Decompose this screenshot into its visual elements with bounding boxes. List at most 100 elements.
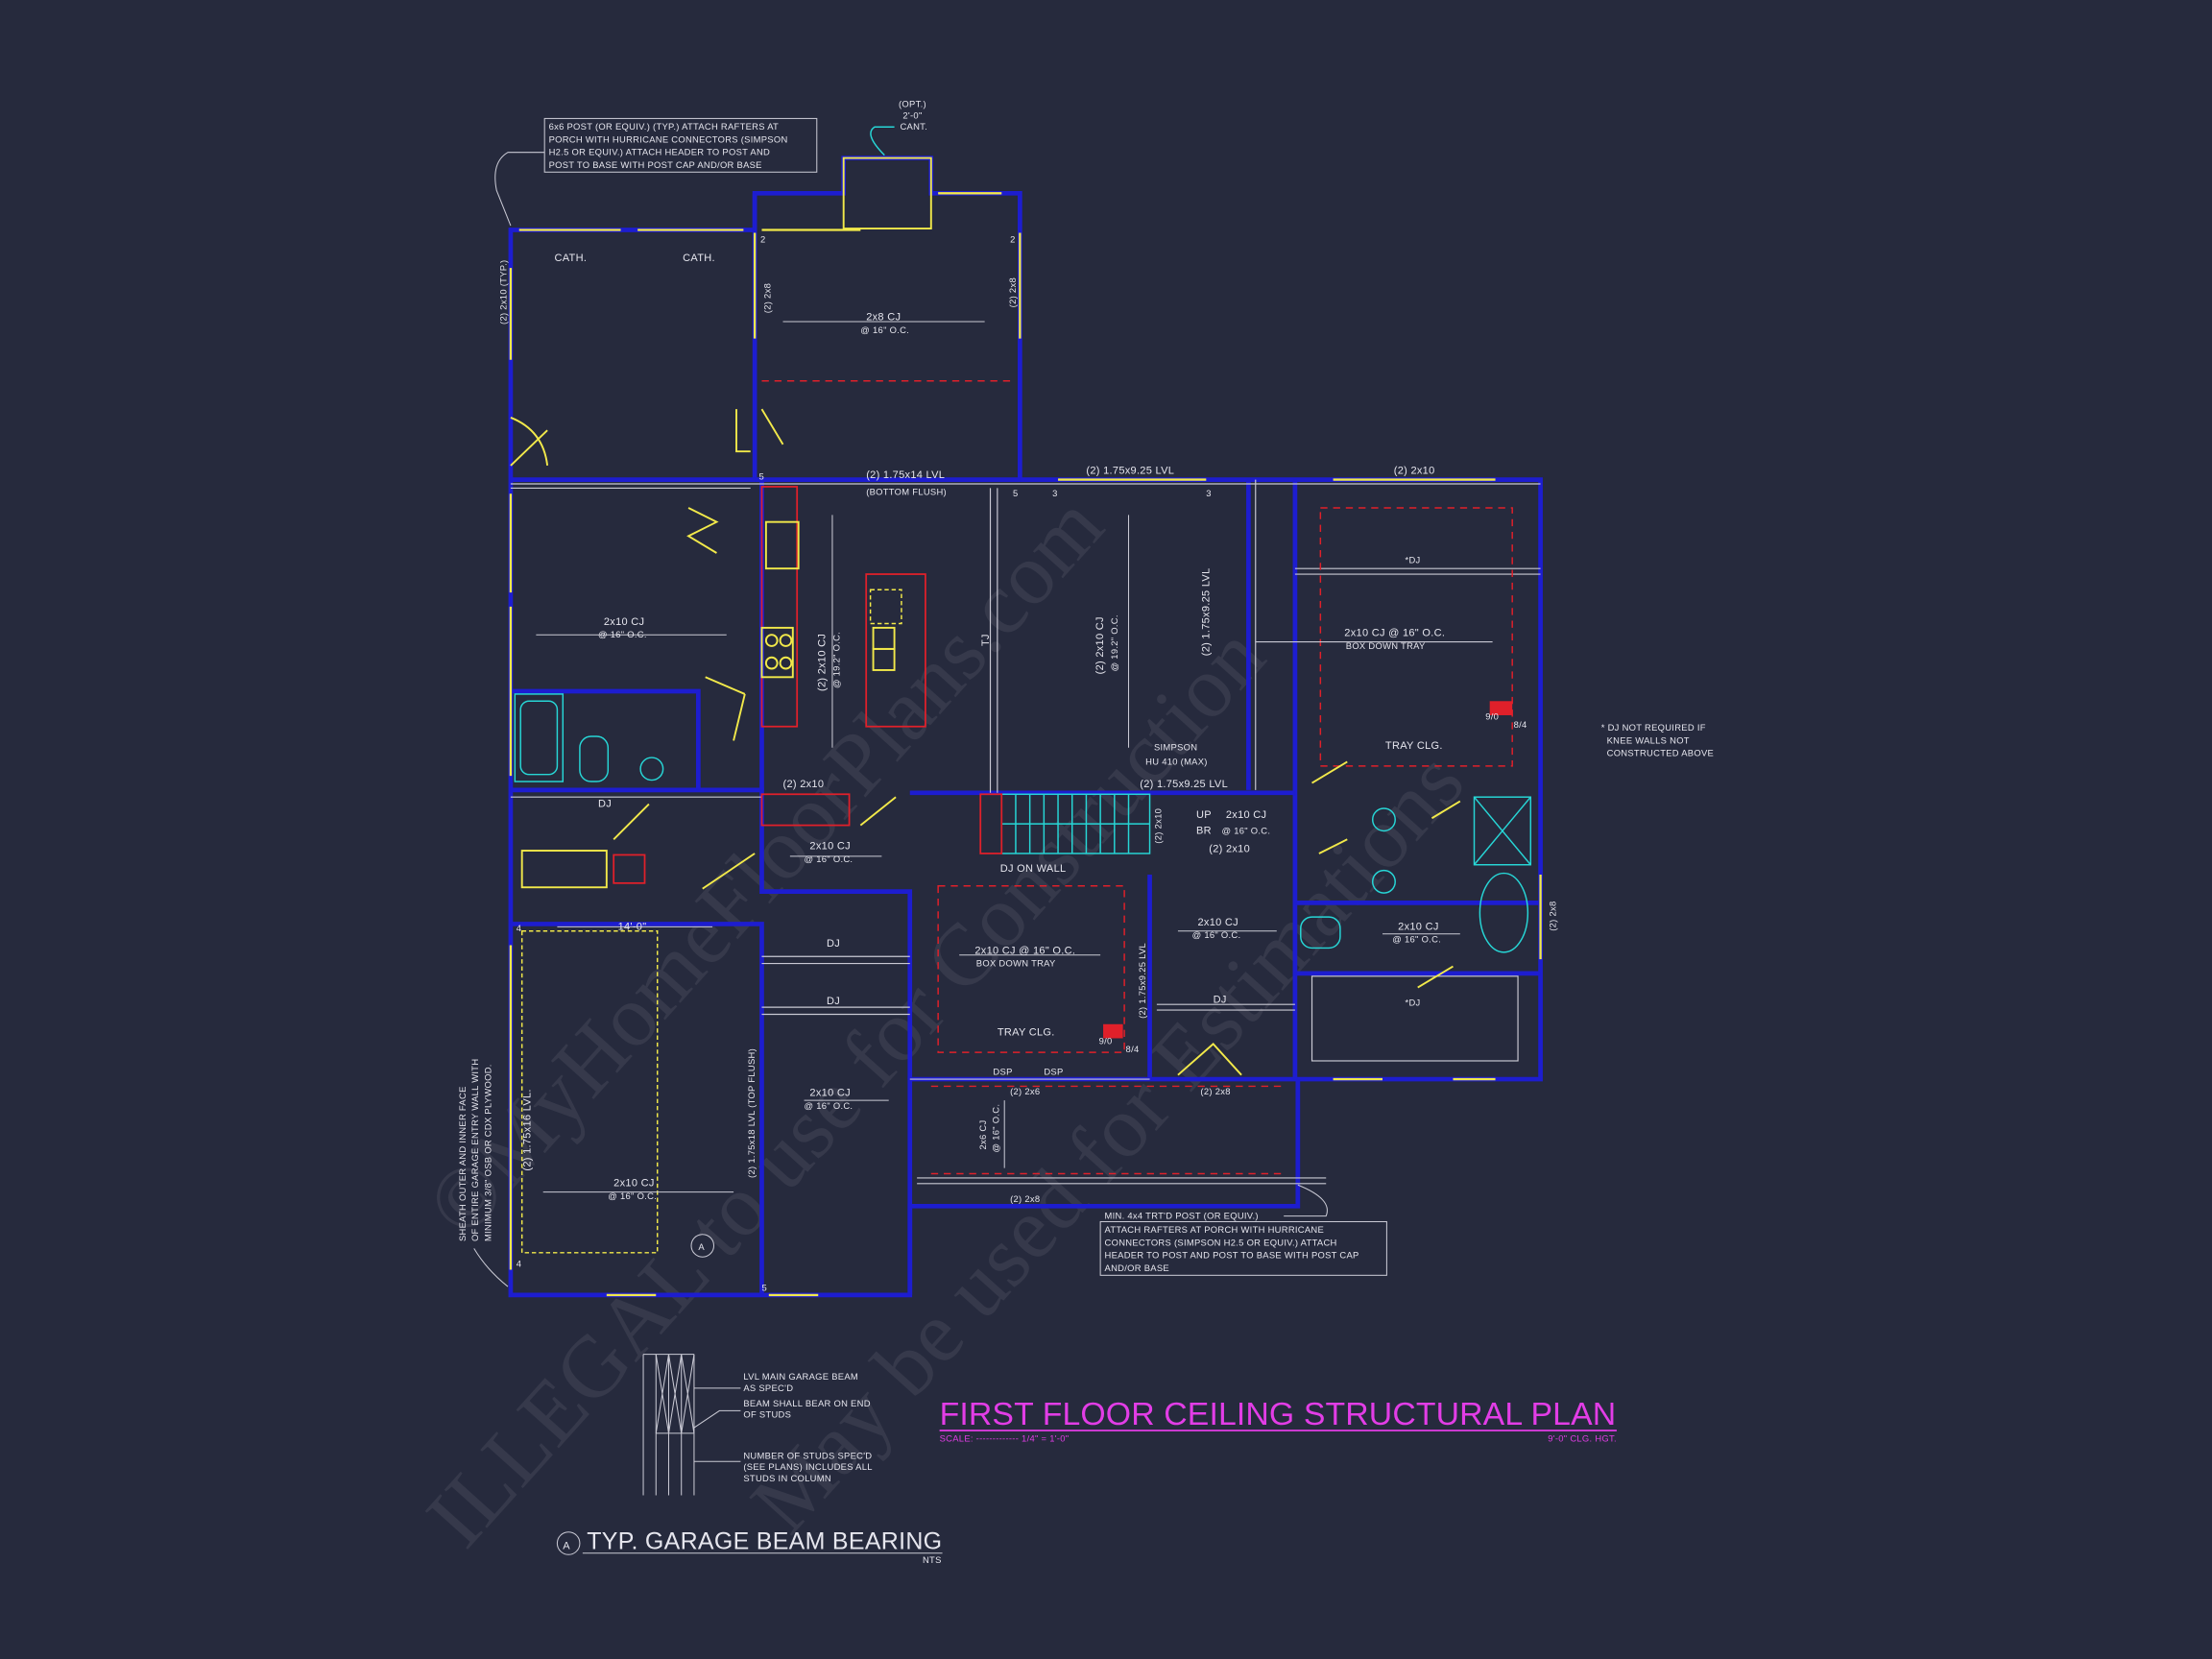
label-dj-on-wall: DJ ON WALL xyxy=(1000,863,1067,875)
title-block: FIRST FLOOR CEILING STRUCTURAL PLAN SCAL… xyxy=(940,1396,1617,1444)
note-line: CANT. xyxy=(900,121,927,132)
label-oc16-e: @ 16" O.C. xyxy=(1392,934,1441,945)
label-oc16-g: @ 16" O.C. xyxy=(608,1190,657,1201)
label-bottom-flush: (BOTTOM FLUSH) xyxy=(866,487,947,497)
label-2x8-left: (2) 2x8 xyxy=(761,283,772,313)
label-9-0-a: 9/0 xyxy=(1485,710,1499,721)
kitchen-island xyxy=(865,573,926,728)
label-dsp-1: DSP xyxy=(993,1067,1012,1077)
note-line: KNEE WALLS NOT xyxy=(1607,734,1690,745)
label-oc16-h: @ 16" O.C. xyxy=(990,1104,1000,1153)
note-line: HEADER TO POST AND POST TO BASE WITH POS… xyxy=(1105,1250,1359,1261)
detail-callout: AS SPEC'D xyxy=(743,1382,793,1393)
detail-marker: A xyxy=(563,1540,570,1551)
window-headers xyxy=(509,156,1542,1297)
note-dj: * DJ NOT REQUIRED IF KNEE WALLS NOT CONS… xyxy=(1601,722,1714,757)
detail-callout: NUMBER OF STUDS SPEC'D xyxy=(743,1450,872,1460)
stud-count: 5 xyxy=(1013,488,1019,498)
note-rear-post: MIN. 4x4 TRT'D POST (OR EQUIV.) ATTACH R… xyxy=(1099,1184,1387,1276)
stud-count: 2 xyxy=(1010,234,1016,245)
label-2x10-br: (2) 2x10 xyxy=(1209,844,1250,855)
label-oc192-a: @ 19.2" O.C. xyxy=(830,632,841,688)
stud-count: 5 xyxy=(759,471,765,482)
note-line: ATTACH RAFTERS AT PORCH WITH HURRICANE xyxy=(1105,1224,1325,1235)
stairs[interactable] xyxy=(979,793,1151,854)
label-lvl-925-vert: (2) 1.75x9.25 LVL xyxy=(1200,568,1212,657)
label-box-tray-a: BOX DOWN TRAY xyxy=(1346,640,1426,651)
label-cj-2x10-b: 2x10 CJ xyxy=(809,841,850,853)
note-line: OF ENTIRE GARAGE ENTRY WALL WITH xyxy=(469,1059,480,1241)
label-8-4-a: 8/4 xyxy=(1514,719,1527,730)
kitchen-cabinets xyxy=(520,486,926,889)
label-box-tray-b: BOX DOWN TRAY xyxy=(976,958,1056,969)
label-dj-a: DJ xyxy=(827,938,840,950)
label-2x8-right: (2) 2x8 xyxy=(1007,277,1018,307)
note-line: * DJ NOT REQUIRED IF xyxy=(1601,722,1706,733)
label-8-4-b: 8/4 xyxy=(1126,1044,1140,1054)
label-2x10-top: (2) 2x10 xyxy=(1394,466,1435,477)
plan-title: FIRST FLOOR CEILING STRUCTURAL PLAN xyxy=(940,1396,1617,1432)
stud-count: 3 xyxy=(1206,488,1212,498)
label-2x10-vert: (2) 2x10 xyxy=(1152,808,1163,844)
ceiling-height: 9'-0" CLG. HGT. xyxy=(1548,1433,1617,1444)
label-oc16-c: @ 16" O.C. xyxy=(1221,825,1270,835)
label-cj-2x10-a: 2x10 CJ xyxy=(604,616,644,628)
stud-count: 4 xyxy=(517,1259,522,1269)
note-sheath: SHEATH OUTER AND INNER FACE OF ENTIRE GA… xyxy=(457,1059,509,1287)
label-cj-tray-b: 2x10 CJ @ 16" O.C. xyxy=(974,945,1075,956)
note-line: PORCH WITH HURRICANE CONNECTORS (SIMPSON xyxy=(549,133,788,144)
bearing-stud-counts: 2 2 3 3 4 4 5 5 5 xyxy=(517,234,1212,1293)
note-line: 2'-0" xyxy=(902,109,922,120)
label-cj-2x8: 2x8 CJ xyxy=(866,312,901,324)
detail-callout: OF STUDS xyxy=(743,1409,791,1420)
framing-labels: CATH. CATH. (2) 2x10 (TYP.) (2) 2x8 (2) … xyxy=(498,252,1558,1258)
label-cj-2x6: 2x6 CJ xyxy=(977,1120,988,1150)
label-dj-laundry: DJ xyxy=(598,798,612,809)
joist-arrows xyxy=(536,321,1493,1193)
label-oc16-b: @ 16" O.C. xyxy=(805,854,854,864)
label-oc16: @ 16" O.C. xyxy=(860,325,909,335)
label-dsp-2: DSP xyxy=(1044,1067,1063,1077)
bay-window xyxy=(842,156,932,229)
label-cj-2x10-f: 2x10 CJ xyxy=(809,1088,850,1099)
label-lvl-14: (2) 1.75x14 LVL xyxy=(866,469,945,481)
label-cj-2x10-g: 2x10 CJ xyxy=(613,1178,654,1190)
exterior-walls xyxy=(508,156,1543,1298)
label-up: UP xyxy=(1196,809,1212,821)
note-line: SHEATH OUTER AND INNER FACE xyxy=(457,1086,468,1241)
bath-fixtures xyxy=(514,693,1532,953)
note-line: POST TO BASE WITH POST CAP AND/OR BASE xyxy=(549,159,762,170)
tray-ceilings xyxy=(520,380,1519,1254)
note-line: H2.5 OR EQUIV.) ATTACH HEADER TO POST AN… xyxy=(549,147,771,157)
section-marker-a: A xyxy=(698,1241,705,1252)
label-br: BR xyxy=(1196,825,1212,836)
detail-nts: NTS xyxy=(923,1554,942,1565)
label-tray-clg-a: TRAY CLG. xyxy=(1385,740,1443,752)
section-marker-circle xyxy=(690,1234,715,1258)
label-cj-tray-a: 2x10 CJ @ 16" O.C. xyxy=(1344,628,1445,639)
label-oc16-d: @ 16" O.C. xyxy=(1192,929,1241,940)
doors xyxy=(510,408,1461,1076)
label-cath-2: CATH. xyxy=(683,252,715,264)
detail-callout: BEAM SHALL BEAR ON END xyxy=(743,1398,870,1408)
detail-title: TYP. GARAGE BEAM BEARING xyxy=(587,1527,942,1554)
label-lvl-925-top: (2) 1.75x9.25 LVL xyxy=(1086,466,1174,477)
label-cj-192-b: (2) 2x10 CJ xyxy=(1094,616,1106,674)
label-cj-2x10-e: 2x10 CJ xyxy=(1398,921,1438,932)
label-cj-2x10-c: 2x10 CJ xyxy=(1226,809,1266,821)
label-dj-star-a: *DJ xyxy=(1406,554,1421,565)
label-2x8-porch: (2) 2x8 xyxy=(1200,1086,1230,1096)
label-tray-clg-b: TRAY CLG. xyxy=(998,1027,1055,1039)
label-2x6: (2) 2x6 xyxy=(1010,1086,1040,1096)
stud-count: 2 xyxy=(760,234,766,245)
note-line: AND/OR BASE xyxy=(1105,1262,1169,1273)
label-hu410: HU 410 (MAX) xyxy=(1145,756,1208,766)
stud-count: 5 xyxy=(761,1282,767,1292)
note-line: (OPT.) xyxy=(899,99,926,109)
detail-callout: (SEE PLANS) INCLUDES ALL xyxy=(743,1461,872,1472)
label-lvl-16: (2) 1.75x16 LVL. xyxy=(521,1089,533,1170)
label-simpson: SIMPSON xyxy=(1154,742,1197,753)
interior-framing-lines xyxy=(510,479,1541,1185)
label-9-0-b: 9/0 xyxy=(1099,1035,1113,1046)
